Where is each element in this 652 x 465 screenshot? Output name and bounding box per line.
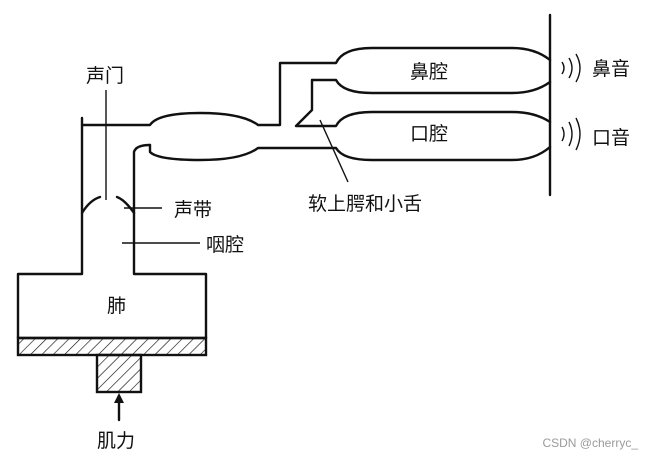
- piston: [95, 353, 143, 394]
- nasal-cavity-lower-wall: [310, 78, 552, 95]
- vocal-tract-upper-wall: [80, 46, 552, 127]
- label-pharynx: 咽腔: [206, 234, 244, 256]
- label-muscle-force: 肌力: [97, 430, 135, 452]
- oral-sound-wave-icon: [561, 117, 581, 151]
- watermark: CSDN @cherryc_: [542, 436, 638, 450]
- label-glottis: 声门: [86, 65, 124, 87]
- label-nasal-cavity: 鼻腔: [410, 61, 448, 83]
- label-vocal-cords: 声带: [174, 199, 212, 221]
- label-oral-cavity: 口腔: [410, 123, 448, 145]
- soft-palate-leader: [319, 119, 349, 183]
- soft-palate-uvula: [294, 78, 552, 128]
- label-lungs: 肺: [107, 295, 126, 317]
- nasal-sound-wave-icon: [561, 53, 581, 83]
- label-oral-sound: 口音: [592, 127, 630, 149]
- up-arrow-icon: [114, 393, 124, 422]
- vocal-cord-left: [80, 195, 102, 215]
- vocal-cord-right: [115, 195, 136, 215]
- vocal-tract-lower-wall: [148, 143, 552, 162]
- lungs-body: [16, 116, 208, 340]
- diaphragm-bar: [16, 336, 208, 357]
- label-soft-palate-uvula: 软上腭和小舌: [308, 193, 422, 215]
- label-nasal-sound: 鼻音: [592, 58, 630, 80]
